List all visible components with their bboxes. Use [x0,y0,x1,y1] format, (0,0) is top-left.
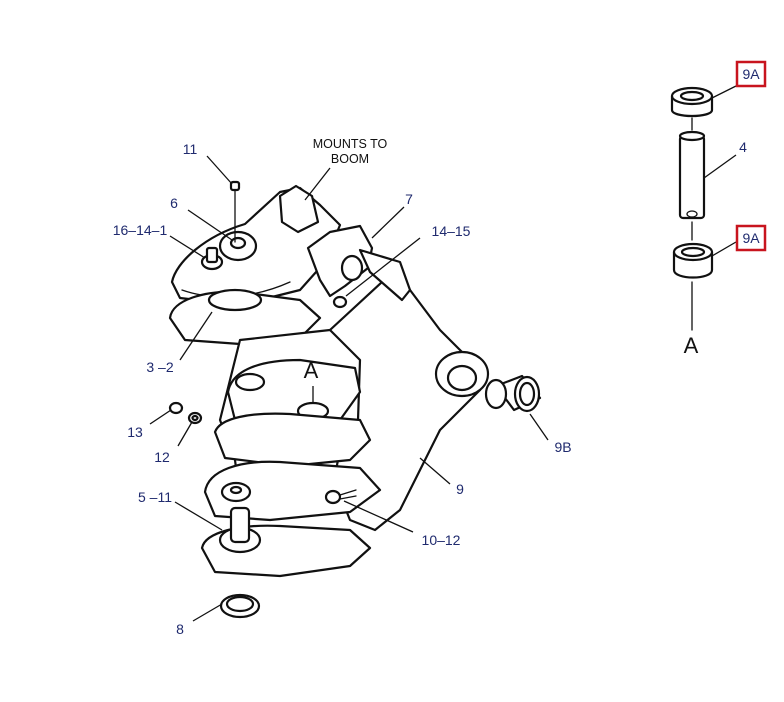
view-label-inline: A [304,358,319,383]
ledge-hole [234,372,266,392]
bushing-9b [484,374,542,413]
callout-16-14-1: 16–14–1 [113,222,168,238]
link-bar [358,248,412,302]
callout-11: 11 [183,141,198,157]
callout-labels: 11 6 16–14–1 3 –2 7 14–15 13 12 5 –11 8 … [113,137,747,637]
callout-9: 9 [456,481,464,497]
grease-fitting [324,489,342,505]
note-boom: BOOM [331,152,369,166]
highlight-9a-top: 9A [735,60,767,88]
swing-frame-assembly [168,180,490,578]
highlight-9a-bottom: 9A [735,224,767,252]
callout-3-2: 3 –2 [146,359,173,375]
note-mounts-to: MOUNTS TO [313,137,388,151]
top-bolt-head [229,180,241,192]
pin-4 [678,134,706,220]
upper-plate-hole [229,236,247,250]
callout-7: 7 [405,191,413,207]
callout-14-15: 14–15 [432,223,471,239]
callout-13: 13 [127,424,143,440]
callout-9b: 9B [554,439,571,455]
body-ledge-lower [213,412,372,468]
callout-10-12: 10–12 [422,532,461,548]
callout-5-11: 5 –11 [138,489,172,505]
leader-lines [149,85,737,622]
mount-ear [278,184,320,234]
detail-view-a [670,86,714,331]
callout-12: 12 [154,449,170,465]
snap-ring-8 [219,593,261,619]
lower-mount-plate [203,460,382,522]
arm-eye-bore [446,364,478,392]
view-label-detail: A [684,333,699,358]
callout-8: 8 [176,621,184,637]
callout-9a-bottom: 9A [742,230,760,246]
callout-4: 4 [739,139,747,155]
vertical-pin-lower [229,506,251,544]
callout-6: 6 [170,195,178,211]
callout-9a-top: 9A [742,66,760,82]
link-pin-boss [340,254,364,282]
washer-12 [187,411,203,425]
lower-plate-hole [229,485,243,495]
pin-14-15 [332,295,348,309]
thrust-washer [207,288,263,312]
bolt-16-14-1-shank [205,246,219,264]
bolt-13 [168,401,184,415]
